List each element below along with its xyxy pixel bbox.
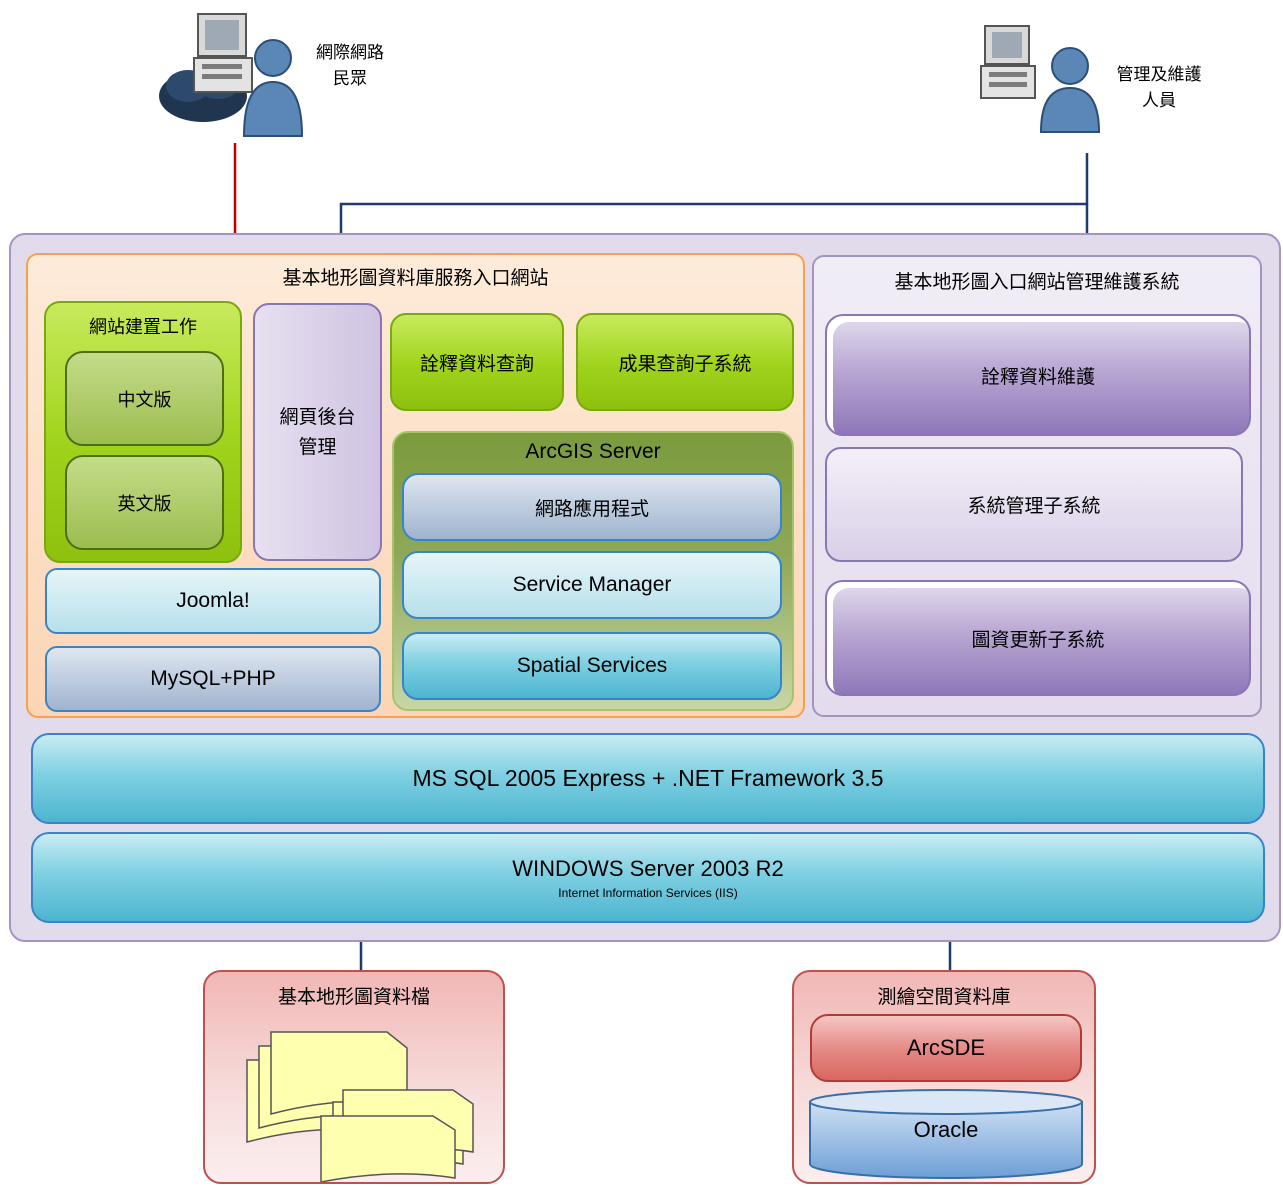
spatial-services-label: Spatial Services [516, 654, 668, 677]
result-query-label: 成果查詢子系統 [618, 352, 752, 375]
windows-server-layer[interactable]: WINDOWS Server 2003 R2 Internet Informat… [31, 832, 1265, 923]
public-user-label: 網際網路 民眾 [300, 40, 400, 96]
mysql-php-label: MySQL+PHP [150, 667, 276, 690]
annotation-query-box[interactable]: 詮釋資料查詢 [390, 313, 564, 411]
public-user-label-line2: 民眾 [333, 69, 367, 89]
admin-system-title: 基本地形圖入口網站管理維護系統 [894, 271, 1180, 293]
mssql-label: MS SQL 2005 Express + .NET Framework 3.5 [412, 765, 884, 791]
public-user-label-line1: 網際網路 [316, 43, 384, 63]
web-backend-label-line1: 網頁後台 [279, 406, 356, 428]
oracle-label: Oracle [913, 1117, 979, 1142]
portal-title: 基本地形圖資料庫服務入口網站 [282, 267, 549, 289]
arcgis-server-title: ArcGIS Server [525, 440, 661, 463]
english-version-label: 英文版 [117, 493, 172, 515]
spatial-services-box[interactable]: Spatial Services [402, 632, 782, 700]
spatial-db-title: 測繪空間資料庫 [877, 986, 1011, 1008]
metadata-maintenance-box[interactable]: 詮釋資料維護 [825, 314, 1251, 436]
arcsde-label: ArcSDE [906, 1035, 986, 1060]
oracle-database-icon[interactable] [808, 1088, 1084, 1180]
joomla-box[interactable]: Joomla! [45, 568, 381, 634]
admin-user-icon [975, 22, 1105, 134]
annotation-query-label: 詮釋資料查詢 [419, 352, 534, 375]
mssql-layer[interactable]: MS SQL 2005 Express + .NET Framework 3.5 [31, 733, 1265, 824]
public-user-icon [158, 6, 308, 146]
system-management-label: 系統管理子系統 [967, 495, 1101, 517]
document-stack-icon [243, 1024, 483, 1183]
chinese-version-box[interactable]: 中文版 [65, 351, 224, 446]
map-update-label: 圖資更新子系統 [971, 628, 1105, 651]
chinese-version-label: 中文版 [117, 389, 172, 411]
metadata-maintenance-label: 詮釋資料維護 [980, 365, 1095, 388]
system-management-box[interactable]: 系統管理子系統 [825, 447, 1243, 562]
web-backend-box[interactable]: 網頁後台 管理 [253, 303, 382, 561]
mysql-php-box[interactable]: MySQL+PHP [45, 646, 381, 712]
admin-user-label-line2: 人員 [1142, 91, 1176, 111]
iis-label: Internet Information Services (IIS) [558, 885, 738, 900]
web-app-label: 網路應用程式 [534, 497, 649, 520]
admin-user-label: 管理及維護 人員 [1098, 62, 1220, 118]
admin-user-label-line1: 管理及維護 [1116, 65, 1202, 85]
result-query-box[interactable]: 成果查詢子系統 [576, 313, 794, 411]
web-backend-label-line2: 管理 [298, 436, 337, 458]
data-files-title: 基本地形圖資料檔 [277, 986, 430, 1008]
site-build-title: 網站建置工作 [89, 317, 197, 338]
map-update-box[interactable]: 圖資更新子系統 [825, 580, 1251, 696]
windows-server-label: WINDOWS Server 2003 R2 [512, 855, 784, 881]
arcsde-box[interactable]: ArcSDE [810, 1014, 1082, 1082]
joomla-label: Joomla! [176, 589, 250, 612]
service-manager-label: Service Manager [512, 573, 672, 596]
web-app-box[interactable]: 網路應用程式 [402, 473, 782, 541]
service-manager-box[interactable]: Service Manager [402, 551, 782, 619]
english-version-box[interactable]: 英文版 [65, 455, 224, 550]
